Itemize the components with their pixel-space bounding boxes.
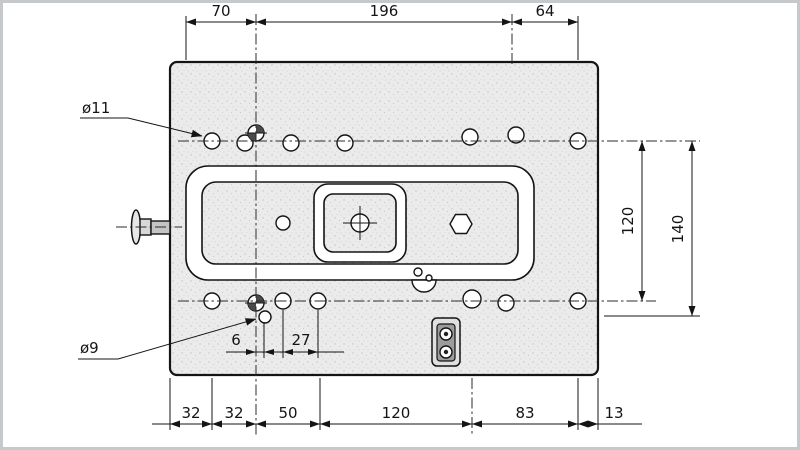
hole [275, 215, 291, 231]
dim-label-top-64: 64 [535, 2, 554, 20]
hole [507, 126, 525, 144]
arrow-icon [202, 420, 212, 428]
middle-features [275, 206, 473, 240]
arrow-icon [462, 420, 472, 428]
leader-line-dia11 [127, 117, 203, 138]
arrow-icon [638, 291, 646, 301]
arrow-icon [264, 349, 274, 355]
holes-bottom-row [203, 289, 587, 324]
hole [462, 289, 482, 309]
hole-label-dia9: ø9 [80, 339, 99, 357]
arrow-icon [246, 349, 256, 355]
dimension-labels: 70 196 64 32 32 50 120 83 13 120 140 6 2… [80, 2, 687, 422]
arrow-icon [283, 349, 293, 355]
arrow-icon [568, 18, 578, 26]
small-pin-hole [425, 274, 433, 282]
dim-label-inner-27: 27 [291, 331, 310, 349]
dim-label-bottom-13: 13 [604, 404, 623, 422]
arrow-icon [472, 420, 482, 428]
arrow-icon [588, 420, 598, 428]
small-pin-hole [413, 267, 423, 277]
arrow-icon [512, 18, 522, 26]
hole [461, 128, 479, 146]
dim-label-inner-6: 6 [231, 331, 241, 349]
arrow-icon [688, 306, 696, 316]
datum-quadrant [248, 133, 256, 141]
latch-pin [443, 349, 449, 355]
arrow-icon [638, 141, 646, 151]
arrow-icon [308, 349, 318, 355]
datum-quadrant [256, 125, 264, 133]
dimension-arrows [170, 18, 696, 428]
centerlines [116, 14, 700, 436]
datum-quadrant [248, 303, 256, 311]
hole [282, 134, 300, 152]
arrow-icon [256, 420, 266, 428]
hex-nut-icon [449, 213, 473, 235]
arrow-icon [568, 420, 578, 428]
dim-label-bottom-32a: 32 [181, 404, 200, 422]
hole [236, 134, 254, 152]
dim-label-right-120: 120 [619, 207, 637, 236]
arrow-icon [246, 420, 256, 428]
hole-label-dia11: ø11 [82, 99, 110, 117]
arrow-icon [502, 18, 512, 26]
scallop-notch [411, 279, 437, 293]
latch-pin [443, 331, 449, 337]
arrow-icon [186, 18, 196, 26]
dim-label-bottom-83: 83 [515, 404, 534, 422]
hole [336, 134, 354, 152]
dim-label-bottom-50: 50 [278, 404, 297, 422]
dim-label-right-140: 140 [669, 215, 687, 244]
leader-line-dia9 [117, 318, 257, 360]
arrow-icon [578, 420, 588, 428]
leaders [78, 117, 257, 360]
arrow-icon [246, 18, 256, 26]
arrow-icon [320, 420, 330, 428]
arrow-icon [170, 420, 180, 428]
arrow-icon [310, 420, 320, 428]
dim-label-top-196: 196 [370, 2, 399, 20]
extension-lines [169, 16, 700, 430]
dim-label-bottom-32b: 32 [224, 404, 243, 422]
dim-label-top-70: 70 [211, 2, 230, 20]
latch-detail [431, 317, 461, 367]
hole [497, 294, 515, 312]
arrow-icon [256, 18, 266, 26]
plate [168, 60, 600, 377]
hole-dia9 [258, 310, 272, 324]
dim-label-bottom-120: 120 [382, 404, 411, 422]
arrow-icon [212, 420, 222, 428]
arrow-icon [688, 141, 696, 151]
